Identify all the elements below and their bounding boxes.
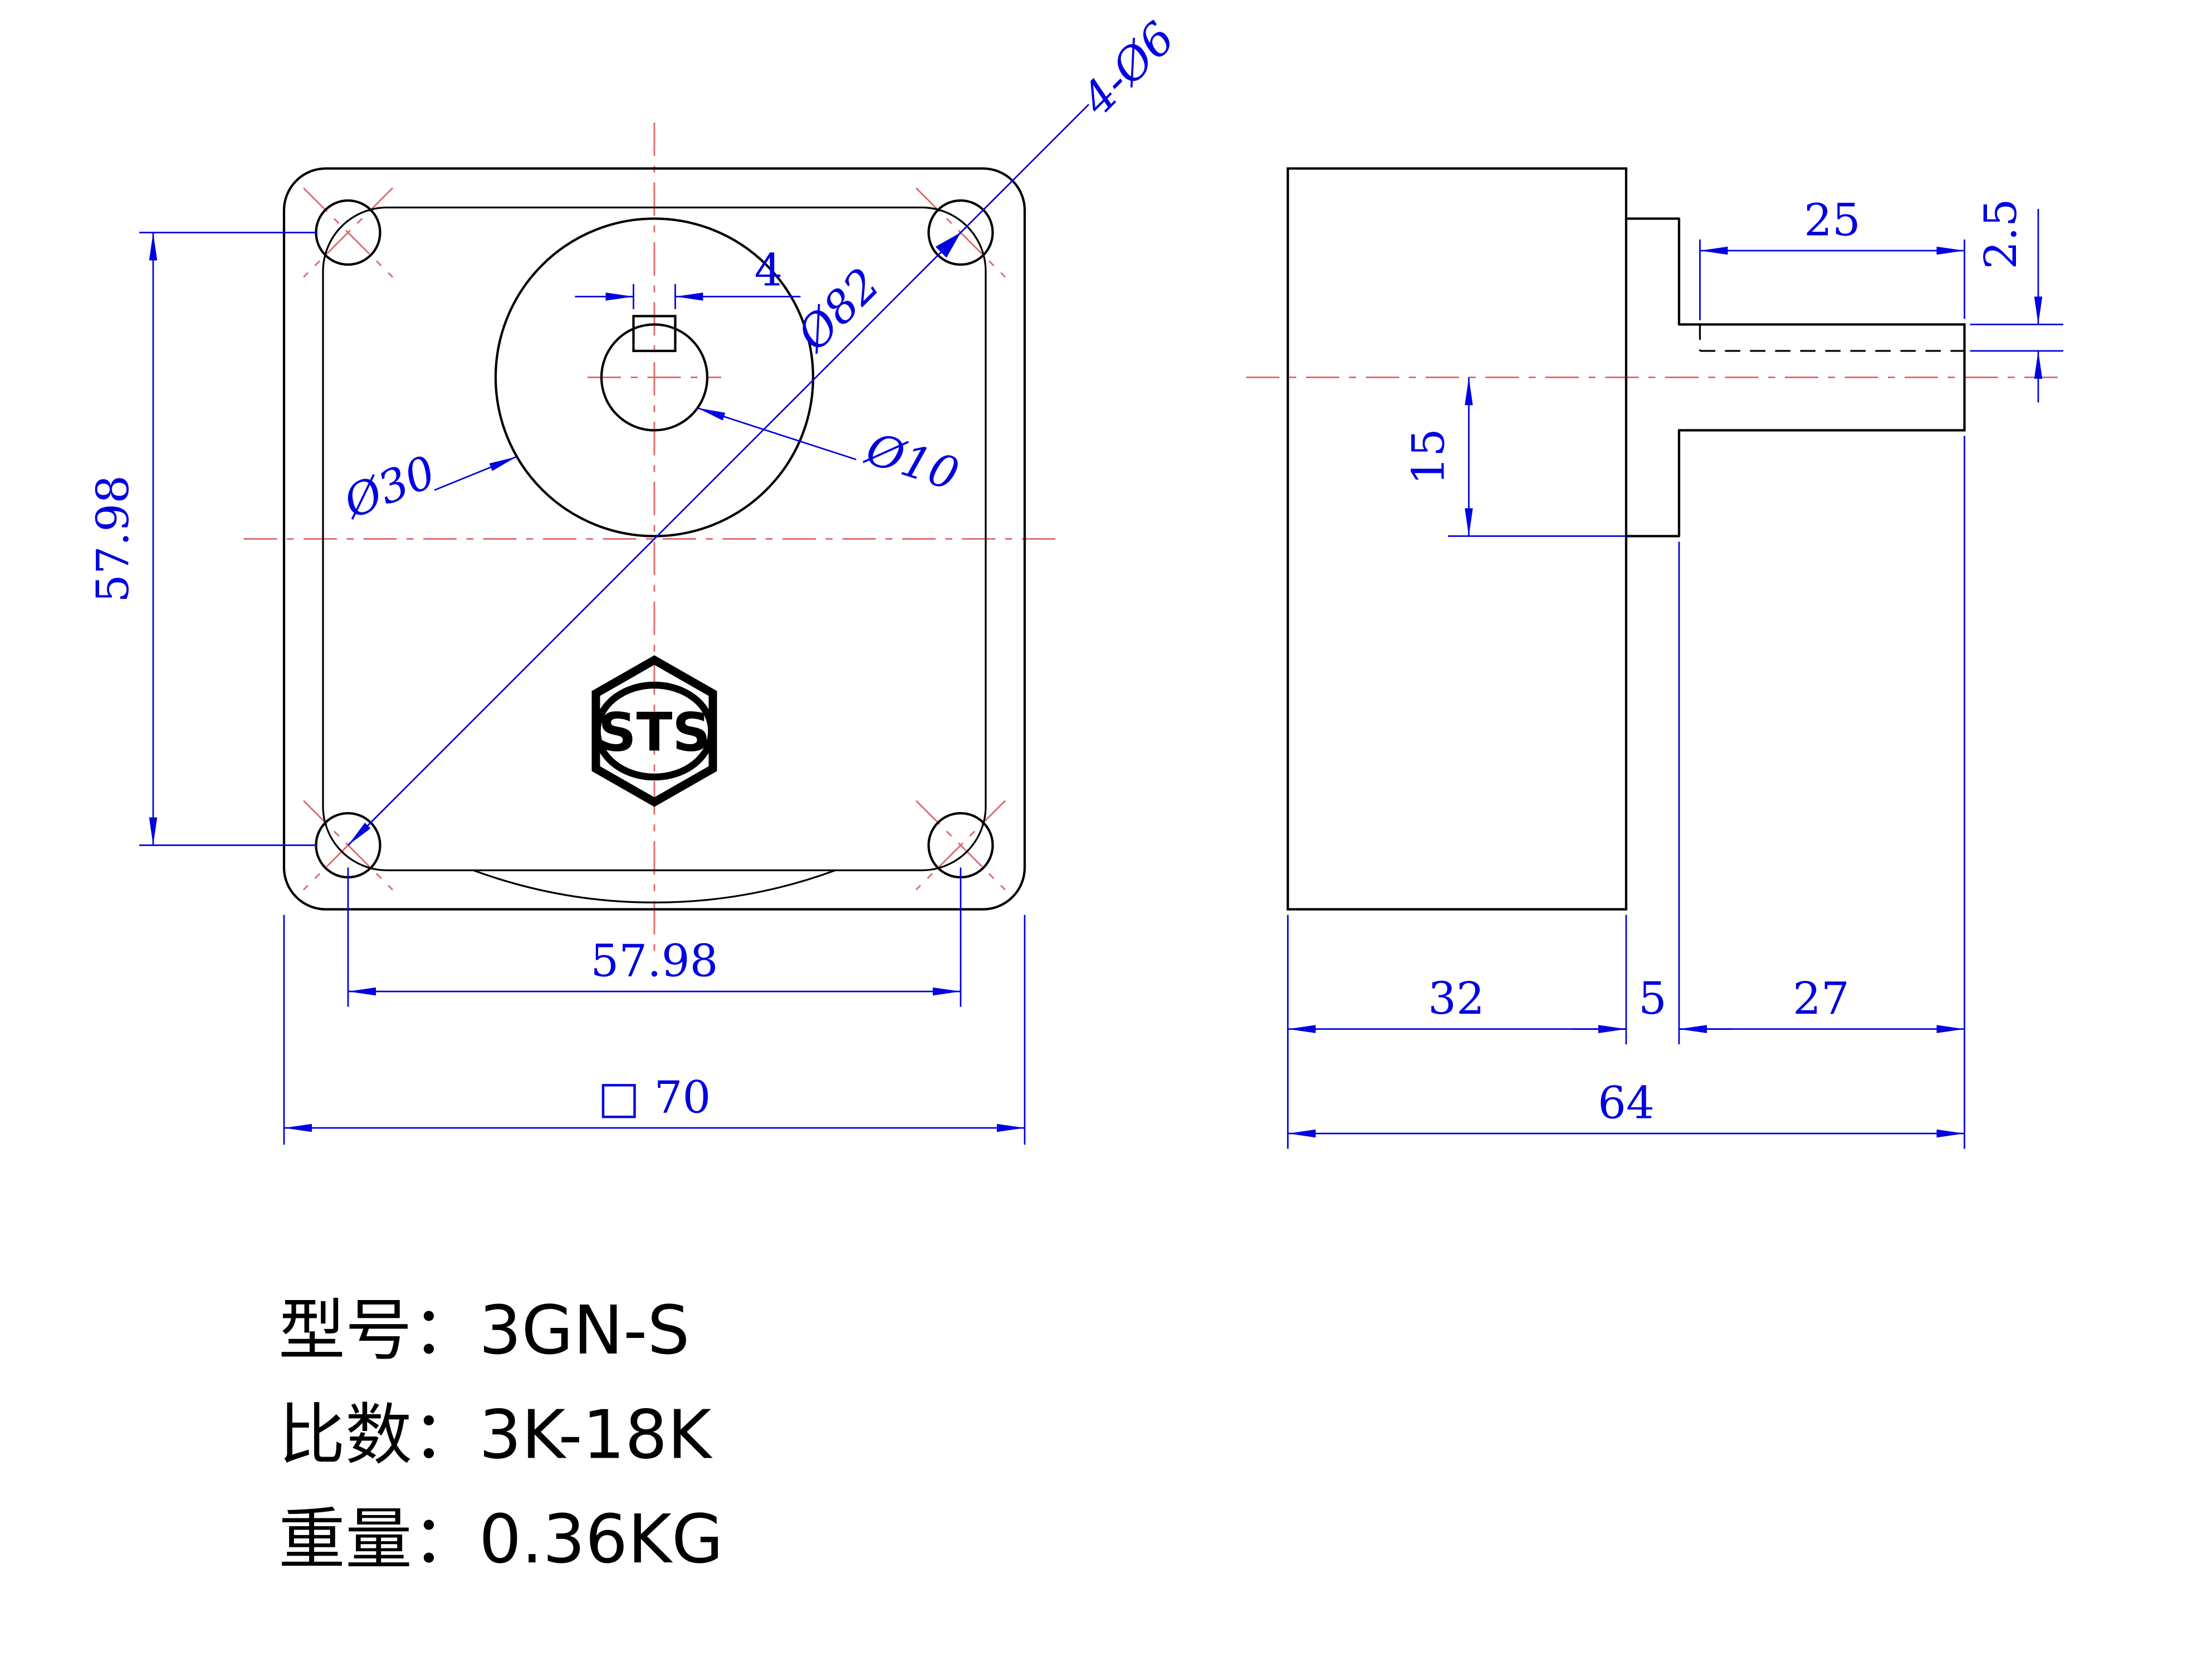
gearbox-body-outline: [1286, 167, 1628, 911]
dim-hole-spacing-horizontal: 57.98: [347, 867, 962, 1007]
bolt-circle-arrow: [935, 232, 961, 258]
sts-logo-hexagon: [591, 655, 717, 807]
keyway-slot: [632, 315, 677, 353]
dim-keyway-length-label: 25: [1804, 194, 1861, 246]
dim-bolt-circle: Ø82 4-Ø6: [348, 12, 1185, 846]
outer-flange-outline: [282, 167, 1026, 911]
inner-flange-contour: [322, 206, 987, 872]
spec-ratio: 比数：3K-18K: [278, 1397, 713, 1474]
dim-square-size: □ 70: [283, 915, 1026, 1145]
dim-boss-diameter-label: Ø30: [336, 446, 443, 529]
hole-cross-top-left: [303, 187, 393, 278]
boss-circle: [494, 217, 815, 538]
dim-bolt-circle-label: Ø82: [786, 258, 890, 361]
sts-logo-text: STS: [598, 702, 711, 764]
side-geometry: [1286, 167, 1966, 911]
dim-boss-depth-label: 5: [1638, 973, 1667, 1024]
dim-keyway-depth-label: 2.5: [1975, 198, 2027, 269]
dim-center-offset: 15: [1403, 377, 1626, 537]
dim-shaft-diameter-label: Ø10: [859, 422, 965, 501]
dim-depth-chain: 32 5 27 64: [1287, 436, 1965, 1149]
body-arc: [473, 869, 836, 903]
sts-logo: STS: [591, 655, 717, 807]
dim-keyway-depth: 2.5: [1970, 198, 2063, 403]
keyway-hidden-line: [1699, 324, 1965, 352]
side-view: 25 2.5 15 32 5 27 64: [1246, 167, 2063, 1149]
output-shaft-outline: [1677, 323, 1966, 432]
spec-model-label: 型号：: [278, 1292, 479, 1370]
dim-keyway-width-label: 4: [755, 245, 783, 296]
callout-corner-holes-label: 4-Ø6: [1071, 12, 1185, 125]
spec-ratio-label: 比数：: [278, 1397, 479, 1474]
dim-center-offset-label: 15: [1403, 428, 1455, 485]
hole-cross-bottom-right: [916, 800, 1006, 891]
dim-shaft-length-label: 27: [1793, 973, 1849, 1024]
spec-ratio-value: 3K-18K: [479, 1397, 713, 1474]
sts-logo-ellipse: [594, 681, 715, 781]
dim-shaft-diameter: Ø10: [697, 407, 965, 501]
spec-model-value: 3GN-S: [479, 1292, 690, 1370]
dim-body-depth-label: 32: [1428, 973, 1485, 1024]
spec-weight-value: 0.36KG: [479, 1501, 723, 1579]
dim-square-size-label: □ 70: [598, 1072, 711, 1123]
corner-hole-top-right: [927, 199, 994, 266]
spec-model: 型号：3GN-S: [278, 1292, 690, 1370]
dim-boss-diameter: Ø30: [336, 446, 517, 529]
front-view: STS 57.98 57.98 □ 70 4: [87, 12, 1185, 1145]
shaft-circle: [600, 323, 709, 432]
dim-hole-spacing-horizontal-label: 57.98: [590, 935, 718, 987]
dim-hole-spacing-vertical-label: 57.98: [87, 475, 139, 603]
dim-hole-spacing-vertical: 57.98: [87, 232, 317, 846]
dim-keyway-length: 25: [1699, 194, 1965, 321]
spec-block: 型号：3GN-S 比数：3K-18K 重量：0.36KG: [278, 1292, 723, 1579]
dim-keyway-width: 4: [575, 245, 801, 310]
boss-outline: [1624, 217, 1681, 538]
dim-total-depth-label: 64: [1598, 1077, 1655, 1129]
spec-weight: 重量：0.36KG: [278, 1501, 723, 1579]
spec-weight-label: 重量：: [278, 1501, 479, 1579]
